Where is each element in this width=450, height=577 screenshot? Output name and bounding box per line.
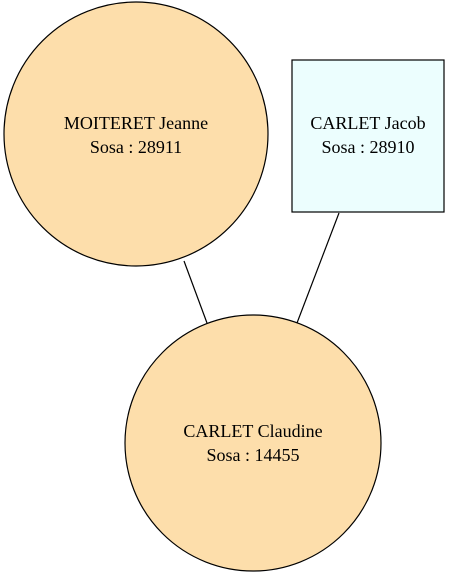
child-sosa: Sosa : 14455 (206, 445, 299, 465)
father-sosa: Sosa : 28910 (321, 137, 414, 157)
child-circle (124, 314, 382, 572)
mother-circle (3, 1, 269, 267)
child-name: CARLET Claudine (183, 421, 322, 441)
mother-sosa: Sosa : 28911 (90, 137, 182, 157)
node-father[interactable]: CARLET Jacob Sosa : 28910 (291, 59, 445, 213)
node-mother[interactable]: MOITERET Jeanne Sosa : 28911 (3, 1, 269, 267)
father-box (291, 59, 445, 213)
mother-name: MOITERET Jeanne (64, 113, 208, 133)
node-child[interactable]: CARLET Claudine Sosa : 14455 (124, 314, 382, 572)
father-name: CARLET Jacob (310, 113, 425, 133)
edge-father-to-child (296, 212, 340, 324)
edge-mother-to-child (183, 260, 208, 324)
